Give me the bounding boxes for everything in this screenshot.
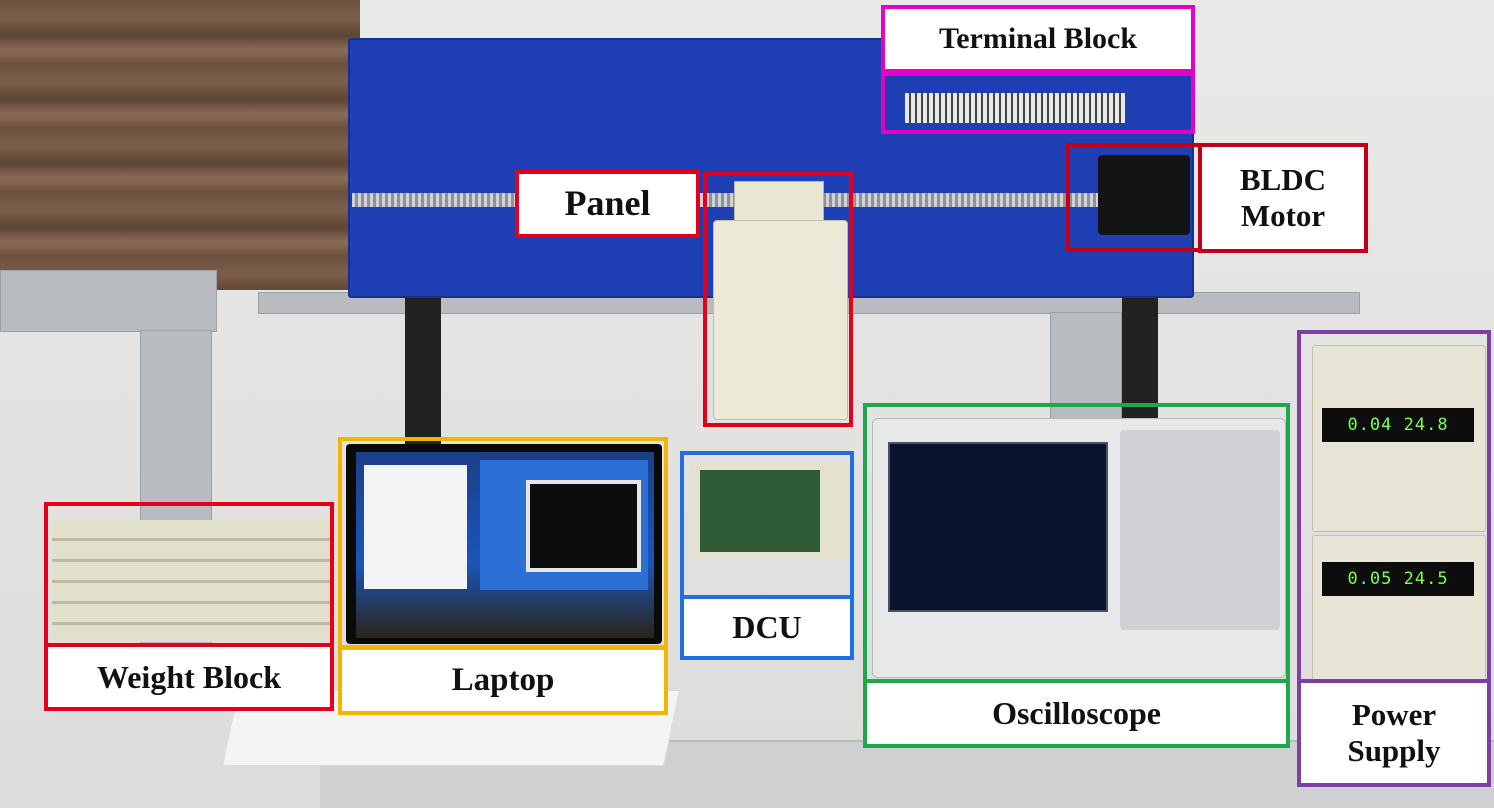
panel-label: Panel xyxy=(515,170,700,238)
stand-leg-right xyxy=(1122,294,1158,424)
laptop-scope-grid xyxy=(526,480,641,572)
power-supply-lower xyxy=(1312,535,1486,687)
dcu-label: DCU xyxy=(680,595,854,660)
dcu-circuit-board xyxy=(700,470,820,552)
panel-plate xyxy=(713,220,848,420)
weight-block-outline xyxy=(44,502,334,647)
bldc-motor-label: BLDC Motor xyxy=(1198,143,1368,253)
power-supply-outline xyxy=(1297,330,1491,683)
stand-leg-left xyxy=(405,294,441,454)
power-supply-label: Power Supply xyxy=(1297,679,1491,787)
terminal-block-strip xyxy=(905,93,1125,123)
oscilloscope-screen xyxy=(888,442,1108,612)
aluminum-frame-left xyxy=(0,270,217,332)
oscilloscope-label: Oscilloscope xyxy=(863,679,1290,748)
laptop-app-window xyxy=(364,465,467,589)
power-supply-lower-display: 0.05 24.5 xyxy=(1322,562,1474,596)
bldc-motor-body xyxy=(1098,155,1190,235)
terminal-block-outline xyxy=(881,72,1195,134)
oscilloscope-control-panel xyxy=(1120,430,1280,630)
power-supply-upper-display: 0.04 24.8 xyxy=(1322,408,1474,442)
panel-outline xyxy=(703,172,853,427)
dcu-outline xyxy=(680,451,854,599)
laptop-label: Laptop xyxy=(338,646,668,715)
wood-wall-panel xyxy=(0,0,360,290)
bldc-motor-outline xyxy=(1066,143,1202,252)
aluminum-frame-right xyxy=(1050,312,1122,434)
oscilloscope-outline xyxy=(863,403,1290,683)
weight-block-stack xyxy=(52,520,332,642)
terminal-block-label: Terminal Block xyxy=(881,5,1195,73)
laptop-outline xyxy=(338,437,668,649)
weight-block-label: Weight Block xyxy=(44,643,334,711)
